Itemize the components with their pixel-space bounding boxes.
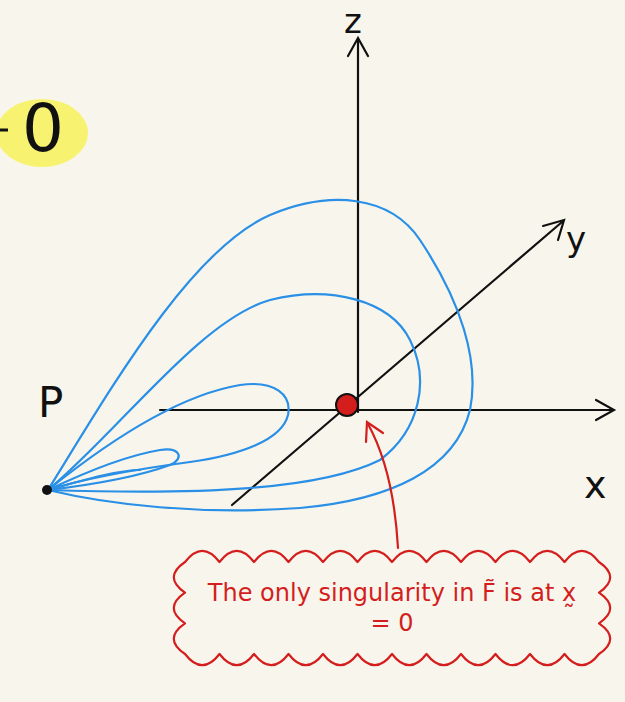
- cloud-callout: The only singularity in F̃ is at x̰ = 0: [169, 546, 615, 670]
- singularity-dot: [336, 394, 358, 416]
- callout-text: The only singularity in F̃ is at x̰ = 0: [207, 578, 577, 638]
- cloud-outline: [169, 546, 615, 670]
- point-p: [42, 485, 52, 495]
- field-lines: [48, 200, 473, 510]
- leader-arrow: [366, 422, 398, 548]
- axis-label: x: [584, 466, 607, 504]
- axes: [160, 38, 614, 505]
- point-label: P: [38, 382, 63, 424]
- highlighted-value: 0: [22, 96, 64, 162]
- axis-label: y: [566, 222, 586, 256]
- cloud-outline-path: [174, 551, 610, 665]
- clipped-stroke: [0, 129, 8, 132]
- axis-label: z: [344, 4, 362, 38]
